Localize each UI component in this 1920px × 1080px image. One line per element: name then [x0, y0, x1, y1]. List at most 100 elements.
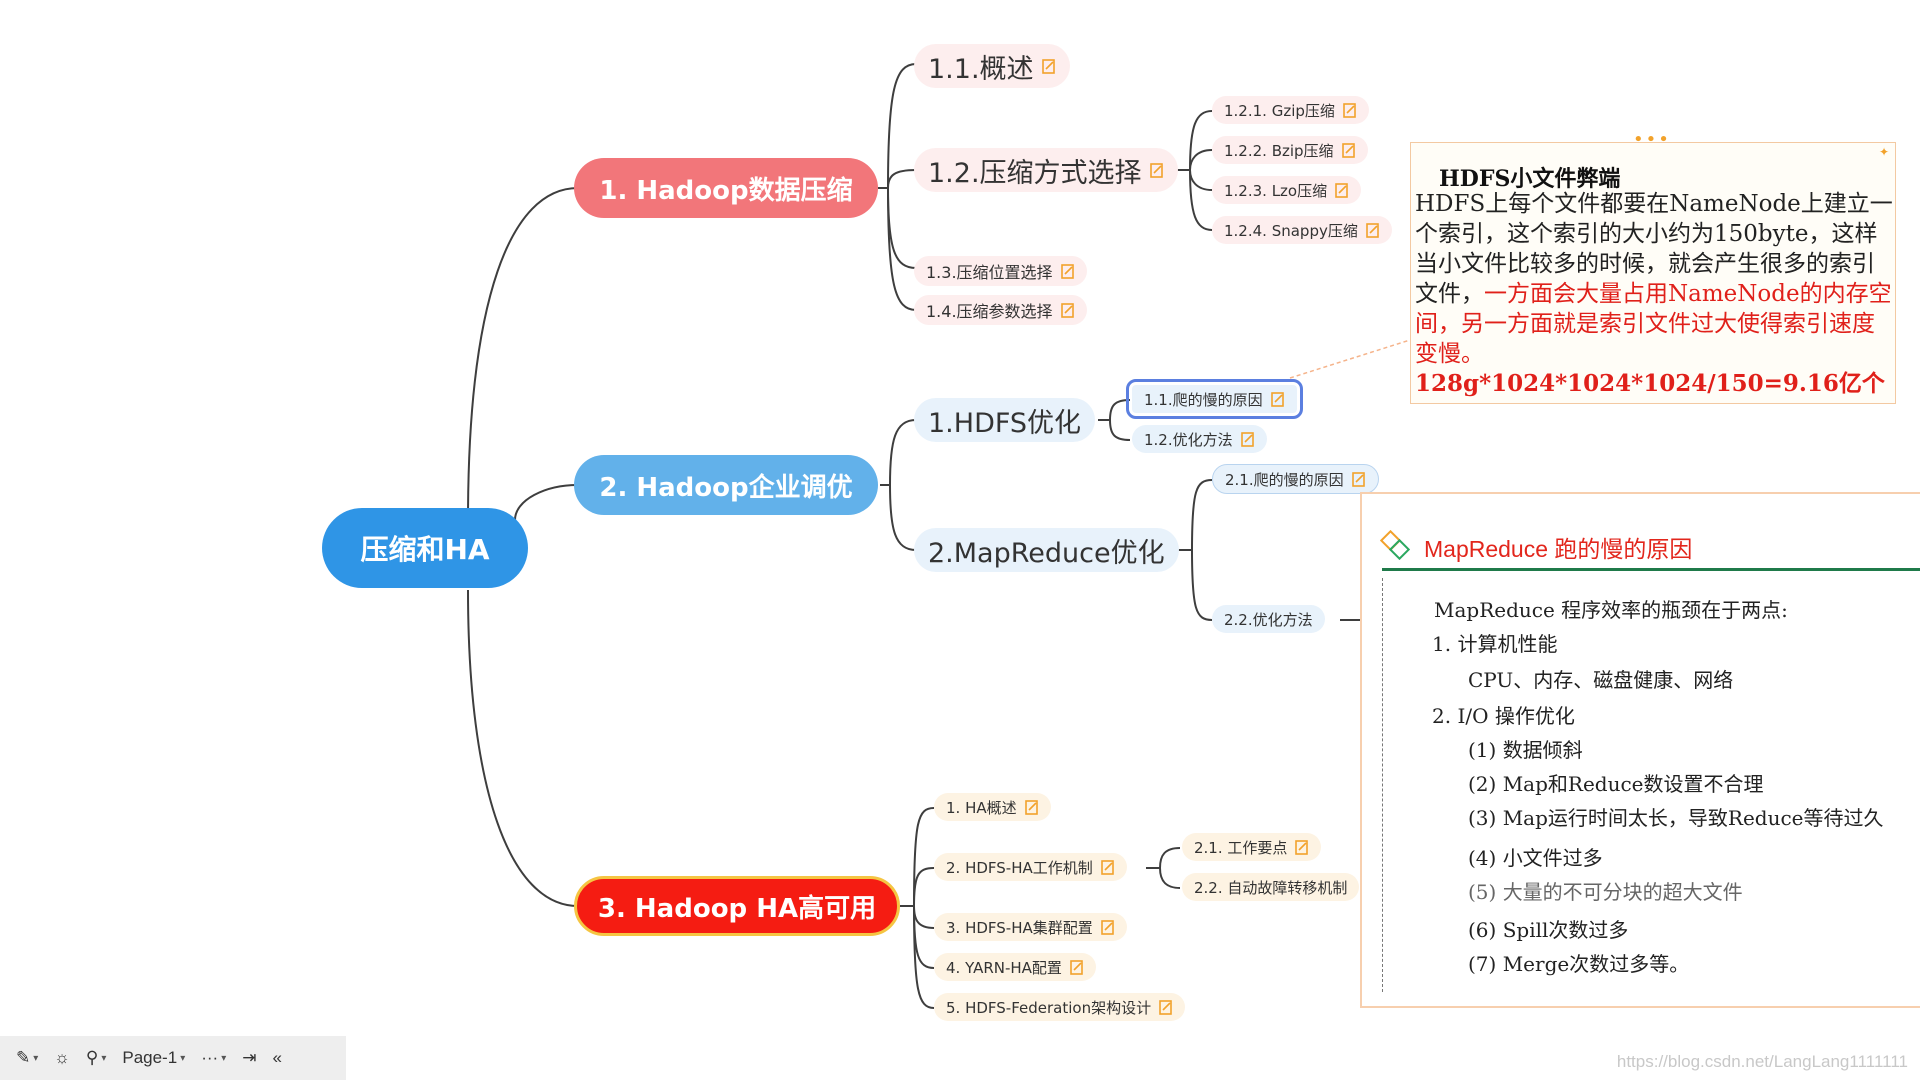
topic-label: 2.1. 工作要点: [1194, 838, 1288, 857]
note-subitem: (5) 大量的不可分块的超大文件: [1468, 880, 1743, 904]
topic-compression-location[interactable]: 1.3.压缩位置选择: [914, 256, 1087, 286]
note-icon[interactable]: [1335, 182, 1349, 198]
topic-compression-choice[interactable]: 1.2.压缩方式选择: [914, 148, 1178, 192]
bottom-toolbar: ✎▾ ☼ ⚲▾ Page-1▾ ···▾ ⇥ «: [0, 1036, 346, 1080]
page-label: Page-1: [122, 1048, 178, 1067]
more-button[interactable]: ···▾: [201, 1048, 226, 1068]
topic-label: 1.2.2. Bzip压缩: [1224, 141, 1334, 160]
note-icon[interactable]: [1100, 859, 1115, 875]
note-icon[interactable]: [1366, 222, 1380, 238]
topic-label: 1.4.压缩参数选择: [926, 302, 1053, 321]
topic-hdfs-method[interactable]: 1.2.优化方法: [1132, 425, 1267, 453]
branch-hadoop-tuning[interactable]: 2. Hadoop企业调优: [574, 455, 878, 515]
note-icon[interactable]: [1341, 142, 1356, 158]
topic-overview[interactable]: 1.1.概述: [914, 44, 1070, 88]
topic-label: 2. HDFS-HA工作机制: [946, 858, 1093, 877]
topic-snappy[interactable]: 1.2.4. Snappy压缩: [1212, 216, 1392, 244]
topic-mr-slow-reason[interactable]: 2.1.爬的慢的原因: [1212, 464, 1379, 494]
root-topic[interactable]: 压缩和HA: [322, 508, 528, 588]
note-icon[interactable]: [1351, 471, 1366, 487]
pin-icon[interactable]: ✦: [1878, 145, 1889, 159]
topic-label: 2.2. 自动故障转移机制: [1194, 878, 1348, 897]
lightbulb-icon: ☼: [54, 1048, 70, 1067]
note-item: 2. I/O 操作优化: [1432, 704, 1575, 728]
topic-hdfs-federation[interactable]: 5. HDFS-Federation架构设计: [934, 993, 1186, 1021]
topic-compression-params[interactable]: 1.4.压缩参数选择: [914, 295, 1087, 325]
topic-bzip[interactable]: 1.2.2. Bzip压缩: [1212, 136, 1368, 164]
idea-button[interactable]: ☼: [54, 1048, 70, 1068]
note-icon[interactable]: [1270, 391, 1285, 407]
note-item-detail: CPU、内存、磁盘健康、网络: [1468, 668, 1734, 692]
topic-label: 1.2.1. Gzip压缩: [1224, 101, 1335, 120]
export-button[interactable]: ⇥: [242, 1048, 256, 1068]
topic-work-points[interactable]: 2.1. 工作要点: [1182, 833, 1322, 861]
topic-label: 1.1.爬的慢的原因: [1144, 390, 1263, 409]
topic-hdfs-optimization[interactable]: 1.HDFS优化: [914, 398, 1096, 442]
topic-label: 5. HDFS-Federation架构设计: [946, 998, 1152, 1017]
note-subitem: (4) 小文件过多: [1468, 846, 1603, 870]
note-icon[interactable]: [1159, 999, 1173, 1015]
topic-mapreduce-optimization[interactable]: 2.MapReduce优化: [914, 528, 1179, 572]
note-subitem: (2) Map和Reduce数设置不合理: [1468, 772, 1764, 796]
branch-hadoop-compression[interactable]: 1. Hadoop数据压缩: [574, 158, 878, 218]
note-icon[interactable]: [1295, 839, 1309, 855]
note-text: HDFS上每个文件都要在NameNode上建立一个索引，这个索引的大小约为150…: [1415, 191, 1893, 307]
chevron-down-icon: ▾: [101, 1052, 107, 1064]
topic-hdfs-ha-mechanism[interactable]: 2. HDFS-HA工作机制: [934, 853, 1127, 881]
more-icon: ···: [201, 1048, 219, 1067]
topic-auto-failover[interactable]: 2.2. 自动故障转移机制: [1182, 873, 1360, 901]
topic-mr-method[interactable]: 2.2.优化方法: [1212, 605, 1325, 633]
branch-hadoop-ha[interactable]: 3. Hadoop HA高可用: [574, 876, 900, 936]
topic-yarn-ha-config[interactable]: 4. YARN-HA配置: [934, 953, 1096, 981]
note-icon[interactable]: [1041, 58, 1056, 74]
topic-label: 3. HDFS-HA集群配置: [946, 918, 1093, 937]
note-text-highlight: 一方面会大量占用NameNode的内存空间，另一方面就是索引文件过大使得索引速度…: [1415, 281, 1892, 367]
topic-label: 2.2.优化方法: [1224, 610, 1313, 629]
page-selector[interactable]: Page-1▾: [122, 1048, 185, 1068]
topic-label: 1. HA概述: [946, 798, 1017, 817]
note-icon[interactable]: [1343, 102, 1357, 118]
drag-handle-icon[interactable]: •••: [1633, 129, 1671, 150]
note-item: 1. 计算机性能: [1432, 632, 1558, 656]
topic-lzo[interactable]: 1.2.3. Lzo压缩: [1212, 176, 1362, 204]
topic-label: 2.1.爬的慢的原因: [1225, 470, 1344, 489]
note-subitem: (6) Spill次数过多: [1468, 918, 1629, 942]
note-title: HDFS小文件弊端: [1439, 166, 1621, 192]
branch-label: 1. Hadoop数据压缩: [599, 175, 853, 206]
topic-hdfs-ha-config[interactable]: 3. HDFS-HA集群配置: [934, 913, 1127, 941]
note-subitem: (1) 数据倾斜: [1468, 738, 1583, 762]
pen-icon: ✎: [16, 1048, 31, 1067]
collapse-button[interactable]: «: [272, 1048, 281, 1068]
note-icon[interactable]: [1240, 431, 1255, 447]
topic-label: 4. YARN-HA配置: [946, 958, 1062, 977]
note-subitem: (3) Map运行时间太长，导致Reduce等待过久: [1468, 806, 1884, 830]
note-intro: MapReduce 程序效率的瓶颈在于两点:: [1434, 598, 1788, 622]
chevron-down-icon: ▾: [221, 1052, 227, 1064]
export-icon: ⇥: [242, 1048, 257, 1067]
note-calc: 128g*1024*1024*1024/150=9.16亿个: [1415, 370, 1885, 397]
note-body: HDFS上每个文件都要在NameNode上建立一个索引，这个索引的大小约为150…: [1415, 189, 1893, 399]
note-icon[interactable]: [1100, 919, 1115, 935]
topic-gzip[interactable]: 1.2.1. Gzip压缩: [1212, 96, 1369, 124]
zoom-button[interactable]: ⚲▾: [86, 1048, 106, 1068]
note-popup-mapreduce-slow[interactable]: MapReduce 跑的慢的原因 MapReduce 程序效率的瓶颈在于两点: …: [1360, 492, 1920, 1008]
topic-label: 1.2.优化方法: [1144, 430, 1233, 449]
topic-hdfs-slow-reason[interactable]: 1.1.爬的慢的原因: [1126, 379, 1303, 419]
watermark: https://blog.csdn.net/LangLang1111111: [1616, 1052, 1908, 1071]
topic-label: 1.3.压缩位置选择: [926, 263, 1053, 282]
note-icon[interactable]: [1060, 263, 1075, 279]
topic-ha-overview[interactable]: 1. HA概述: [934, 793, 1051, 821]
note-icon[interactable]: [1149, 162, 1164, 178]
chevron-down-icon: ▾: [33, 1052, 39, 1064]
note-icon[interactable]: [1024, 799, 1039, 815]
topic-label: 1.2.3. Lzo压缩: [1224, 181, 1328, 200]
note-popup-hdfs-small-files[interactable]: ••• ✦ HDFS小文件弊端 HDFS上每个文件都要在NameNode上建立一…: [1410, 129, 1896, 404]
topic-label: 1.2.压缩方式选择: [928, 157, 1142, 189]
diamond-logo-icon: [1379, 529, 1411, 561]
note-icon[interactable]: [1070, 959, 1084, 975]
note-icon[interactable]: [1060, 302, 1075, 318]
topic-label: 1.2.4. Snappy压缩: [1224, 221, 1358, 240]
double-chevron-left-icon: «: [272, 1048, 282, 1067]
format-painter-button[interactable]: ✎▾: [16, 1048, 38, 1068]
